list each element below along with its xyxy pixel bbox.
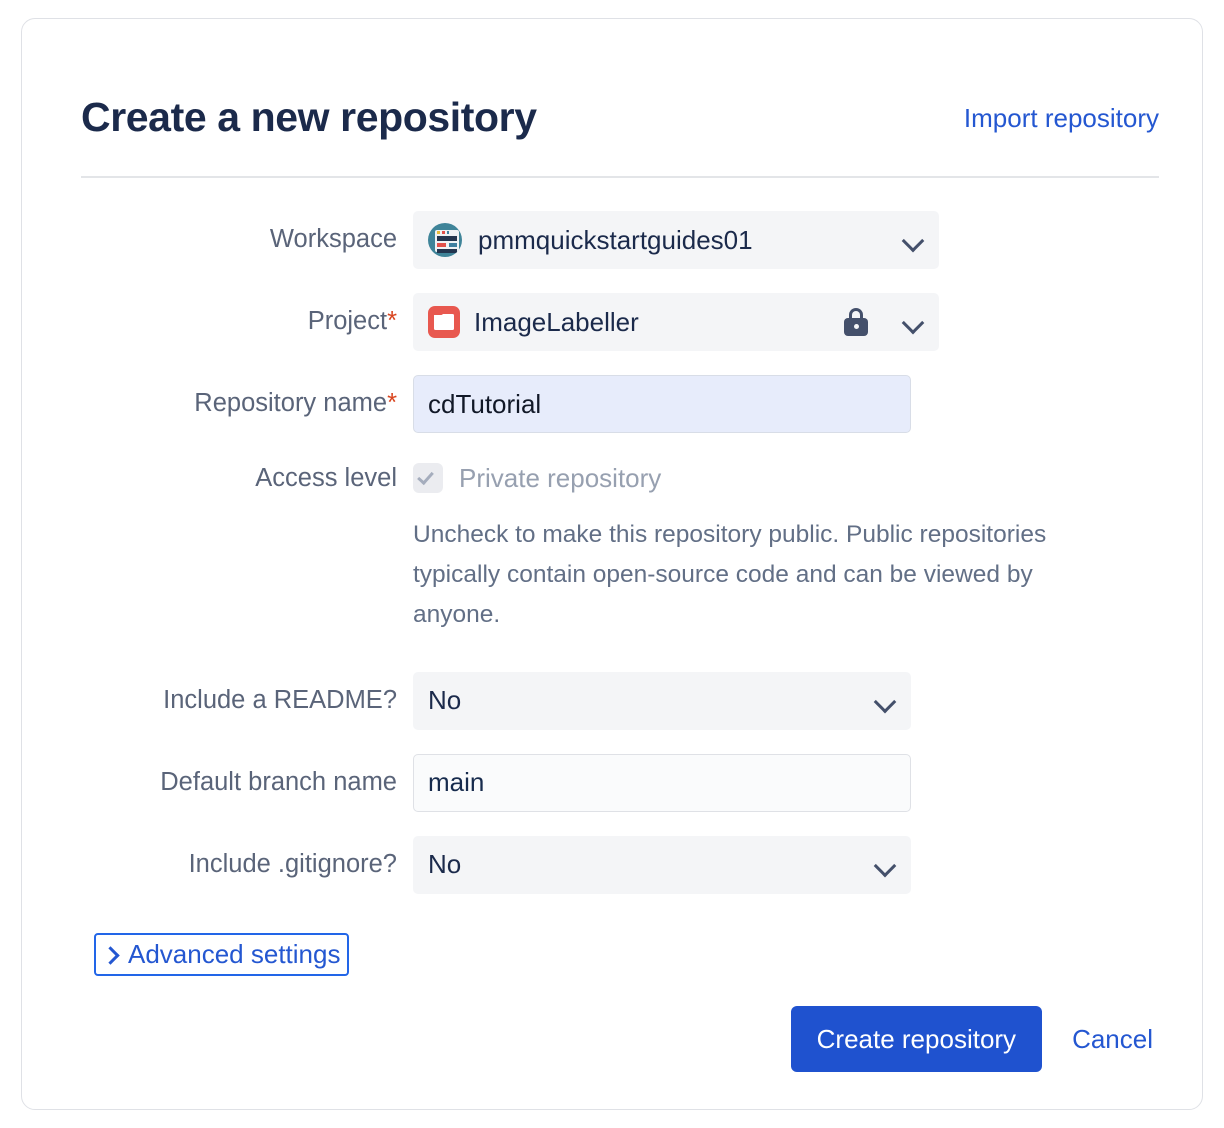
private-repository-checkbox-row[interactable]: Private repository (413, 455, 1159, 501)
workspace-value: pmmquickstartguides01 (478, 224, 753, 255)
workspace-select[interactable]: pmmquickstartguides01 (413, 211, 939, 269)
access-level-label: Access level (255, 464, 397, 492)
create-repository-card: Create a new repository Import repositor… (21, 18, 1203, 1110)
form-footer: Create repository Cancel (81, 1006, 1159, 1072)
advanced-settings-label: Advanced settings (128, 939, 341, 969)
include-gitignore-select[interactable]: No (413, 835, 911, 894)
include-readme-label: Include a README? (163, 685, 397, 714)
lock-icon (844, 308, 868, 336)
form-row-project: Project* ImageLabeller (81, 293, 1159, 351)
repository-name-label-text: Repository name (194, 389, 388, 417)
form-row-include-gitignore: Include .gitignore? No (81, 835, 1159, 894)
repository-form: Workspace pmmquickstartguides01 (81, 211, 1159, 894)
chevron-down-icon (874, 690, 896, 712)
include-readme-value: No (428, 685, 462, 716)
include-gitignore-value: No (428, 849, 462, 880)
project-label: Project* (81, 293, 413, 337)
chevron-down-icon (902, 229, 924, 251)
check-icon (417, 467, 434, 486)
import-repository-link[interactable]: Import repository (963, 102, 1159, 133)
repository-name-required-asterisk: * (387, 389, 397, 417)
include-readme-select[interactable]: No (413, 671, 911, 730)
project-required-asterisk: * (387, 307, 397, 335)
repository-name-label: Repository name* (81, 375, 413, 419)
create-repository-button[interactable]: Create repository (790, 1006, 1043, 1072)
form-row-include-readme: Include a README? No (81, 671, 1159, 730)
include-gitignore-label: Include .gitignore? (188, 849, 397, 878)
chevron-down-icon (902, 311, 924, 333)
default-branch-name-label: Default branch name (160, 767, 397, 796)
project-folder-icon (428, 306, 460, 338)
form-row-default-branch-name: Default branch name (81, 753, 1159, 812)
form-row-workspace: Workspace pmmquickstartguides01 (81, 211, 1159, 269)
form-row-repository-name: Repository name* (81, 375, 1159, 433)
repository-name-input[interactable] (413, 375, 911, 433)
workspace-avatar-icon (428, 223, 462, 257)
page-title: Create a new repository (81, 94, 537, 141)
chevron-down-icon (874, 854, 896, 876)
advanced-settings-toggle[interactable]: Advanced settings (94, 933, 350, 976)
chevron-right-icon (101, 945, 119, 965)
project-value: ImageLabeller (474, 306, 639, 337)
cancel-button[interactable]: Cancel (1066, 1023, 1159, 1056)
default-branch-name-input[interactable] (413, 753, 911, 812)
workspace-label: Workspace (269, 225, 397, 253)
project-select[interactable]: ImageLabeller (413, 293, 939, 351)
form-row-access-level: Access level Private repository Uncheck … (81, 455, 1159, 636)
access-level-help-text: Uncheck to make this repository public. … (413, 521, 1047, 629)
private-repository-checkbox[interactable] (413, 463, 443, 493)
private-repository-label: Private repository (459, 462, 662, 493)
header-divider (81, 176, 1159, 178)
card-header: Create a new repository Import repositor… (81, 81, 1159, 155)
project-label-text: Project (307, 307, 388, 335)
